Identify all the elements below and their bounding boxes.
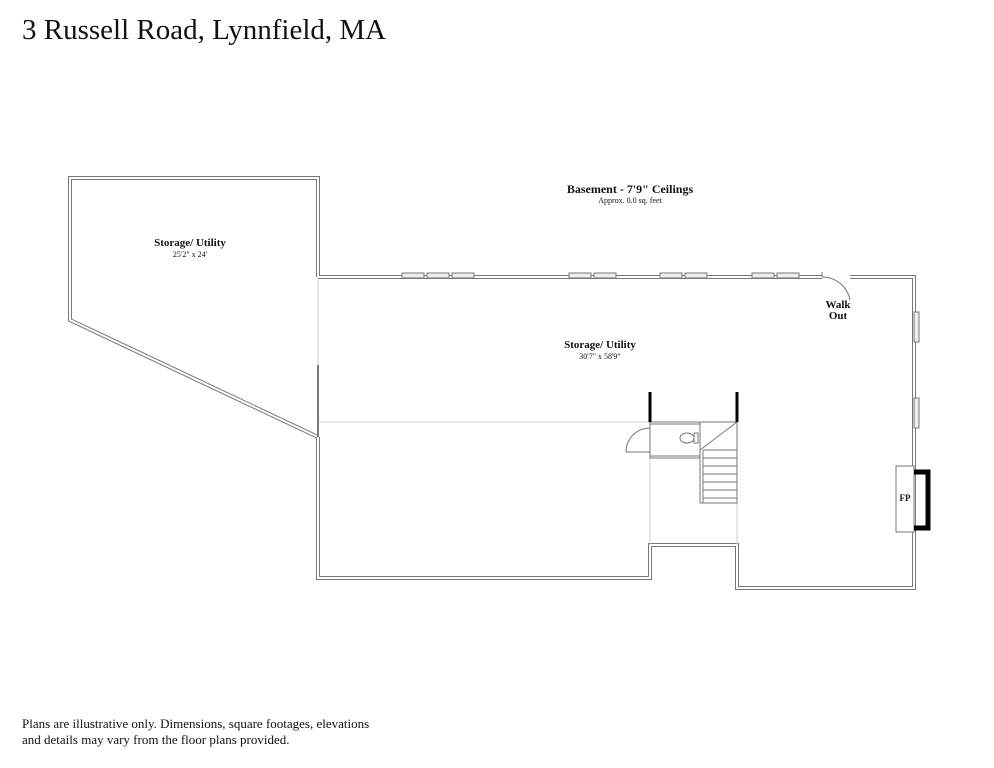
page-title: 3 Russell Road, Lynnfield, MA [22,14,387,46]
bathroom [625,421,701,459]
posts [648,392,739,422]
floor-label: Basement - 7'9" Ceilings Approx. 0.0 sq.… [520,183,740,206]
walkout-door [821,272,851,301]
fireplace [895,465,931,533]
room-dividers [317,280,738,545]
walkout-label: Walk Out [825,299,851,322]
stairs [699,421,738,504]
windows [401,272,920,429]
floor-area: Approx. 0.0 sq. feet [598,196,662,205]
fireplace-label: FP [899,493,911,503]
disclaimer: Plans are illustrative only. Dimensions,… [22,716,370,747]
room-storage-utility-1: Storage/ Utility 25'2" x 24' [154,237,226,260]
room-storage-utility-2: Storage/ Utility 30'7" x 58'9" [564,339,636,362]
